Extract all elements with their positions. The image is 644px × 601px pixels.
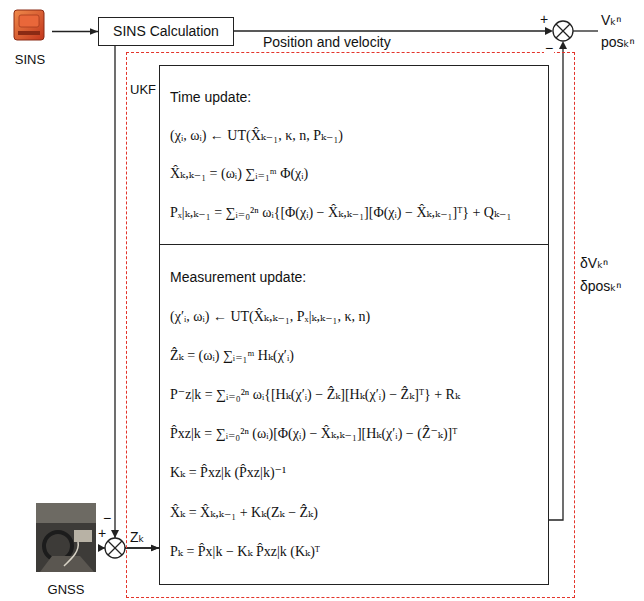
summing-junction — [105, 538, 125, 558]
output-line — [573, 30, 598, 31]
device-body — [14, 10, 44, 40]
sign-mark: + — [97, 525, 107, 541]
arrow-head — [98, 544, 105, 552]
equation: Pₓ|ₖ,ₖ₋₁ = ∑ᵢ₌₀²ⁿ ωᵢ{[Φ(χᵢ) − X̂ₖ,ₖ₋₁][Φ… — [170, 204, 540, 222]
edge-label: Zₖ — [129, 529, 146, 545]
output-name: posₖⁿ — [600, 34, 636, 50]
junction-cross — [556, 24, 570, 38]
photo-cable — [64, 542, 78, 566]
sign-mark: − — [102, 510, 112, 526]
receiver-node: GNSS — [34, 500, 98, 598]
output-name: Vₖⁿ — [600, 12, 622, 28]
device-name: GNSS — [48, 582, 85, 598]
equation: Pₖ = P̂x|k − Kₖ P̂xz|k (Kₖ)ᵀ — [170, 543, 540, 561]
equation: Ẑₖ = (ωᵢ) ∑ᵢ₌₁ᵐ Hₖ(χ′ᵢ) — [170, 347, 540, 365]
equation: (χᵢ, ωᵢ) ← UT(X̂ₖ₋₁, κ, n, Pₖ₋₁) — [170, 127, 540, 145]
equation: X̂ₖ,ₖ₋₁ = (ωᵢ) ∑ᵢ₌₁ᵐ Φ(χᵢ) — [170, 165, 540, 183]
photo-wheel — [44, 532, 72, 560]
photo-window — [36, 503, 96, 523]
summing-junction — [553, 21, 573, 41]
section-heading: Time update: — [170, 89, 540, 107]
gnss-photo — [36, 503, 96, 572]
equation: X̂ₖ = X̂ₖ,ₖ₋₁ + Kₖ(Zₖ − Ẑₖ) — [170, 504, 540, 522]
error-name: δVₖⁿ — [579, 255, 609, 271]
junction-circle — [105, 538, 125, 558]
junction-cross — [556, 24, 570, 38]
sign-mark: − — [544, 40, 554, 56]
arrow-head — [111, 530, 119, 538]
equation: (χ′ᵢ, ωᵢ) ← UT(X̂ₖ,ₖ₋₁, Pₓ|ₖ,ₖ₋₁, κ, n) — [170, 308, 540, 326]
equation: P̂xz|k = ∑ᵢ₌₀²ⁿ (ωᵢ)[Φ(χᵢ) − X̂ₖ,ₖ₋₁][Hₖ… — [170, 425, 540, 443]
photo-ground — [36, 503, 96, 572]
arrow-head — [559, 41, 567, 49]
process-name: SINS Calculation — [113, 23, 219, 41]
device-base — [18, 31, 40, 35]
equation: Kₖ = P̂xz|k (P̂xz|k)⁻¹ — [170, 464, 540, 482]
filter-region: UKF Time update: (χᵢ, ωᵢ) ← UT(X̂ₖ₋₁, κ, n… — [126, 52, 575, 598]
update-section: Measurement update: (χ′ᵢ, ωᵢ) ← UT(X̂ₖ,ₖ₋… — [159, 244, 549, 585]
filter-name: UKF — [130, 82, 156, 98]
signal-connector — [115, 46, 159, 548]
device-top — [19, 15, 39, 27]
device-name: SINS — [15, 52, 45, 68]
update-section: Time update: (χᵢ, ωᵢ) ← UT(X̂ₖ₋₁, κ, n, P… — [159, 65, 549, 245]
feedback-line — [548, 49, 563, 520]
junction-circle — [553, 21, 573, 41]
section-heading: Measurement update: — [170, 269, 540, 287]
junction-cross — [108, 541, 122, 555]
process-box: SINS Calculation — [98, 17, 234, 46]
sins-device-icon — [14, 10, 44, 40]
signal-line — [234, 30, 545, 31]
equation: P⁻z|k = ∑ᵢ₌₀²ⁿ ωᵢ{[Hₖ(χ′ᵢ) − Ẑₖ][Hₖ(χ′ᵢ)… — [170, 386, 540, 404]
signal-name: Position and velocity — [262, 34, 392, 50]
sign-mark: + — [539, 11, 549, 27]
junction-cross — [108, 541, 122, 555]
photo-device — [74, 530, 92, 542]
signal-connector — [52, 31, 98, 32]
arrow-head — [545, 27, 553, 35]
error-name: δposₖⁿ — [579, 278, 622, 294]
sensor-node: SINS — [8, 8, 52, 68]
